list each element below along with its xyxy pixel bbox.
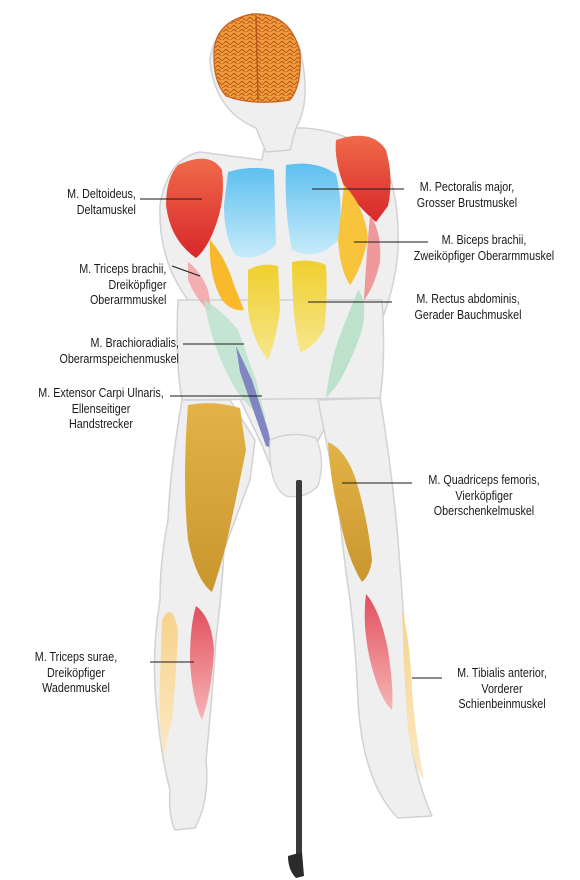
label-line: Vorderer <box>442 682 562 698</box>
label-rectus-abdominis: M. Rectus abdominis, Gerader Bauchmuskel <box>397 292 538 323</box>
label-line: Oberarmmuskel <box>79 293 166 309</box>
label-line: M. Pectoralis major, <box>403 180 532 196</box>
label-line: Zweiköpfiger Oberarmmuskel <box>407 249 562 265</box>
label-line: Schienbeinmuskel <box>442 697 562 713</box>
label-triceps-brachii: M. Triceps brachii, Dreiköpfiger Oberarm… <box>79 262 166 309</box>
golf-club <box>288 480 304 878</box>
label-line: M. Extensor Carpi Ulnaris, <box>23 386 180 402</box>
hands <box>270 434 322 496</box>
label-line: M. Quadriceps femoris, <box>415 473 553 489</box>
label-line: Deltamuskel <box>67 203 136 219</box>
label-line: M. Deltoideus, <box>67 187 136 203</box>
label-line: Dreiköpfiger <box>79 278 166 294</box>
label-extensor-carpi-ulnaris: M. Extensor Carpi Ulnaris, Ellenseitiger… <box>23 386 180 433</box>
label-tibialis-anterior: M. Tibialis anterior, Vorderer Schienbei… <box>442 666 562 713</box>
label-line: Ellenseitiger <box>23 402 180 418</box>
brain-icon <box>214 14 300 102</box>
label-line: Wadenmuskel <box>19 681 133 697</box>
label-line: Oberschenkelmuskel <box>415 504 553 520</box>
label-line: M. Triceps surae, <box>19 650 133 666</box>
label-line: Oberarmspeichenmuskel <box>60 352 179 368</box>
label-line: M. Triceps brachii, <box>79 262 166 278</box>
label-line: M. Brachioradialis, <box>60 336 179 352</box>
label-pectoralis-major: M. Pectoralis major, Grosser Brustmuskel <box>403 180 532 211</box>
pectoral-right <box>286 164 341 255</box>
label-line: M. Biceps brachii, <box>407 233 562 249</box>
label-deltoideus: M. Deltoideus, Deltamuskel <box>67 187 136 218</box>
label-triceps-surae: M. Triceps surae, Dreiköpfiger Wadenmusk… <box>19 650 133 697</box>
label-line: Grosser Brustmuskel <box>403 196 532 212</box>
label-line: Handstrecker <box>23 417 180 433</box>
label-brachioradialis: M. Brachioradialis, Oberarmspeichenmuske… <box>60 336 179 367</box>
label-quadriceps-femoris: M. Quadriceps femoris, Vierköpfiger Ober… <box>415 473 553 520</box>
pectoral-left <box>224 168 276 258</box>
label-line: Vierköpfiger <box>415 489 553 505</box>
label-line: M. Rectus abdominis, <box>397 292 538 308</box>
label-line: M. Tibialis anterior, <box>442 666 562 682</box>
label-line: Gerader Bauchmuskel <box>397 308 538 324</box>
label-line: Dreiköpfiger <box>19 666 133 682</box>
label-biceps-brachii: M. Biceps brachii, Zweiköpfiger Oberarmm… <box>407 233 562 264</box>
